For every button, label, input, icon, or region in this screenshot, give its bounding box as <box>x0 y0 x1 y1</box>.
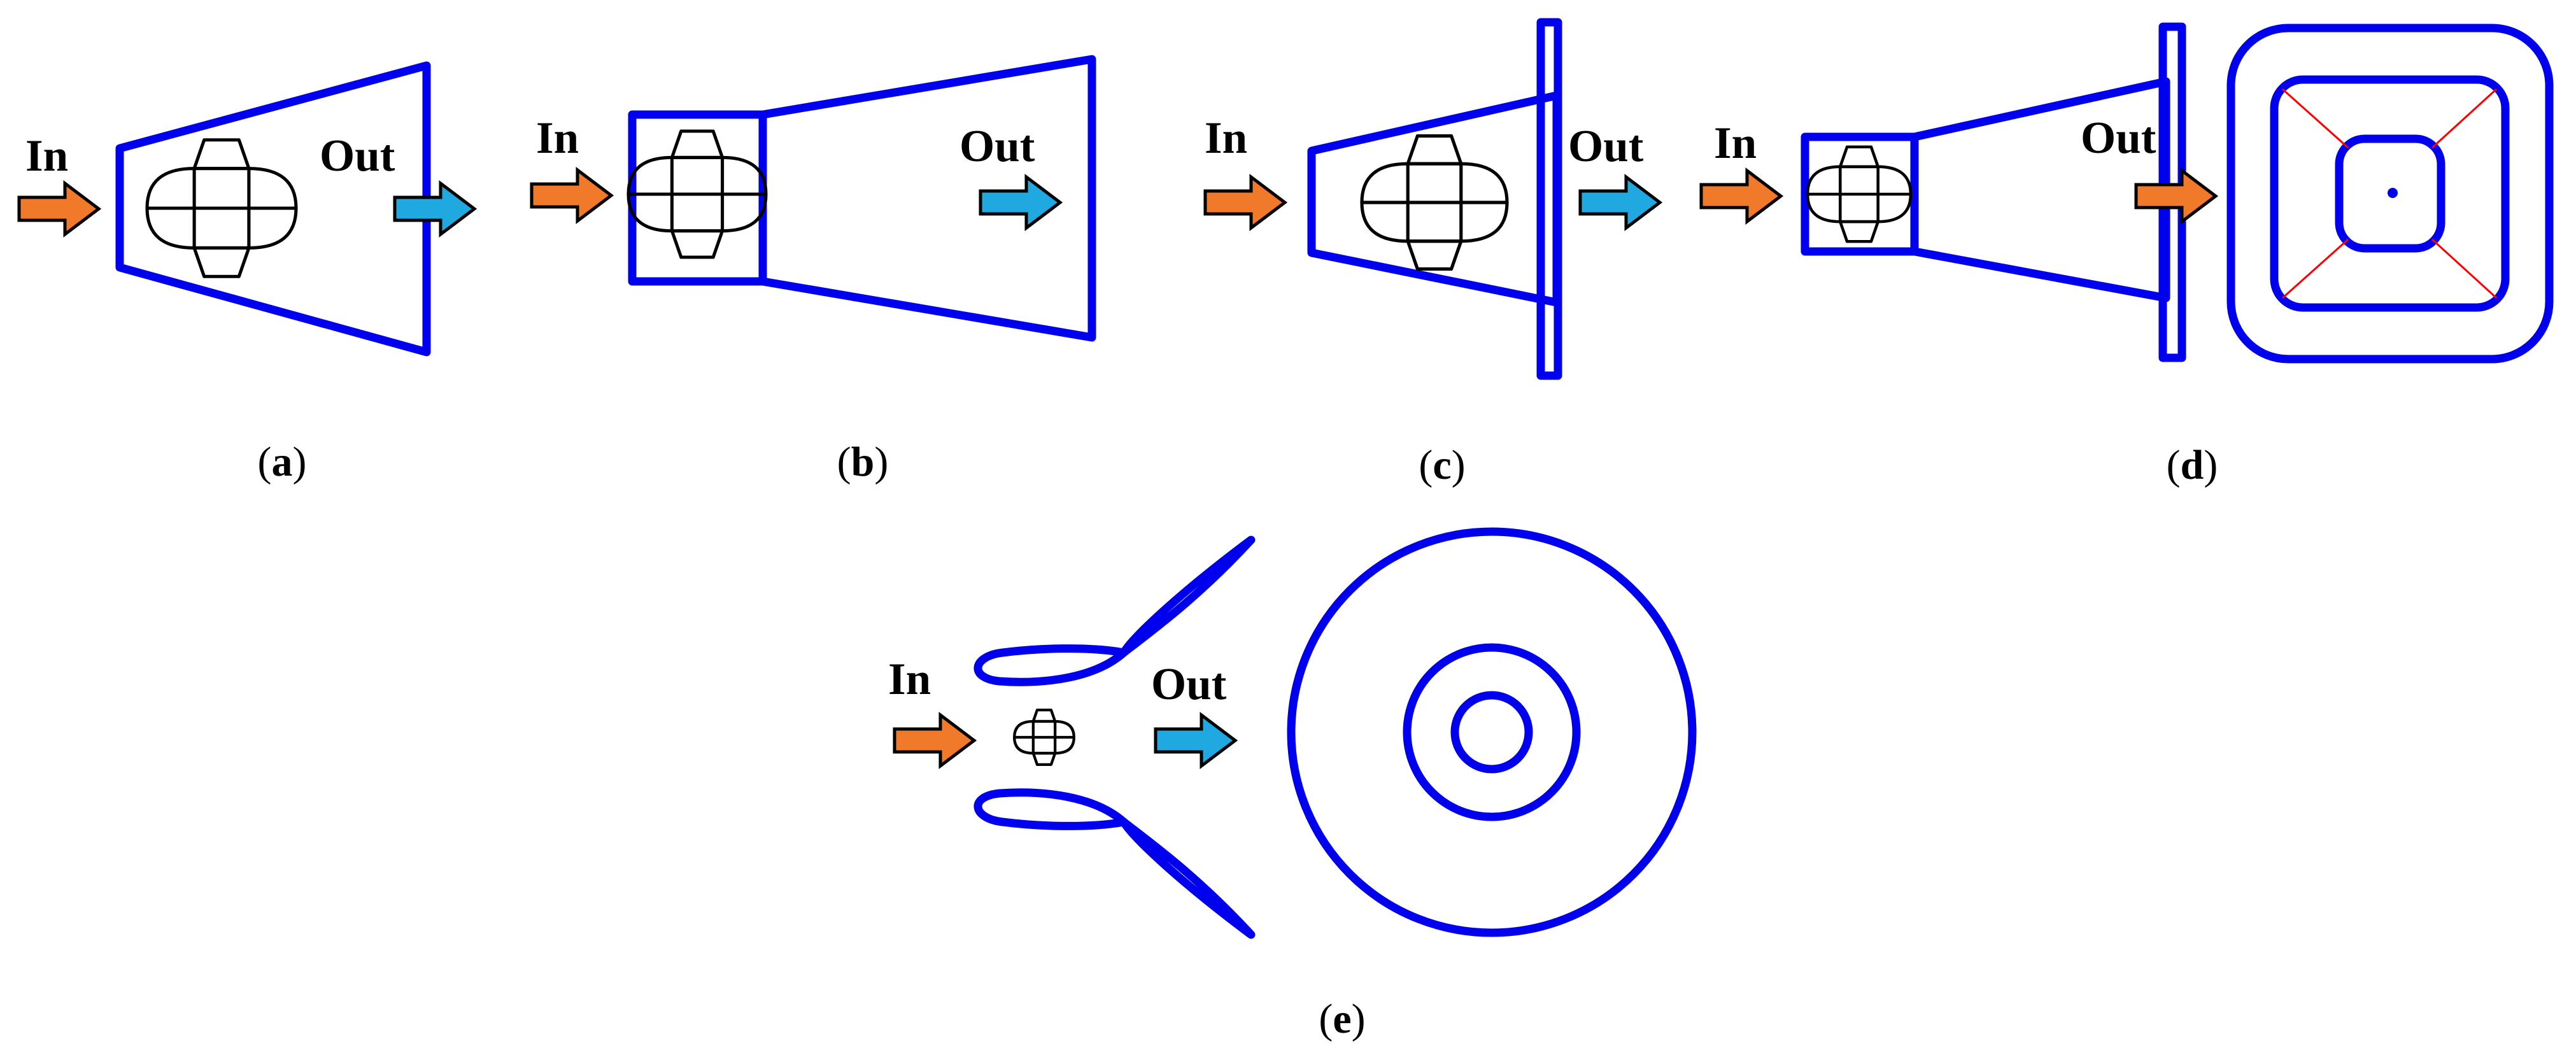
front-middle-circle <box>1403 643 1581 821</box>
out-label: Out <box>1151 660 1227 709</box>
disc-icon <box>147 140 296 277</box>
horn-e-upper-lobe <box>973 644 1128 686</box>
out-arrow-icon <box>1580 177 1660 228</box>
panel-c: In Out (c) <box>1205 18 1660 488</box>
panel-b: In Out (b) <box>532 55 1096 485</box>
out-arrow-icon <box>395 183 474 234</box>
panel-e: In Out (e) <box>888 527 1697 1042</box>
caption-b: (b) <box>837 439 889 485</box>
in-arrow-icon <box>532 170 611 221</box>
caption-a: (a) <box>258 439 307 485</box>
front-diagonal <box>2282 88 2349 149</box>
front-diagonal <box>2282 238 2349 299</box>
horn-a-trapezoid <box>115 61 431 357</box>
out-arrow-icon <box>980 177 1060 228</box>
horn-e-lower-lobe <box>973 788 1128 830</box>
front-middle-square <box>2270 75 2510 312</box>
disc-icon <box>1362 136 1507 269</box>
front-outer-circle <box>1287 527 1697 937</box>
front-diagonal <box>2431 88 2498 149</box>
caption-c: (c) <box>1419 442 1465 488</box>
out-arrow-icon <box>2136 171 2216 222</box>
horn-d-front-view <box>2226 24 2554 364</box>
in-arrow-icon <box>1205 177 1285 228</box>
in-label: In <box>25 131 68 181</box>
front-center-dot <box>2388 188 2398 198</box>
front-inner-circle <box>1450 691 1533 774</box>
in-arrow-icon <box>895 715 974 766</box>
out-label: Out <box>320 131 395 181</box>
disc-icon <box>628 131 766 257</box>
horn-e-lower-lip <box>1119 818 1256 939</box>
front-outer-square <box>2226 24 2554 364</box>
horn-c-flange <box>1536 18 1562 380</box>
in-label: In <box>888 655 931 704</box>
in-label: In <box>536 113 579 163</box>
in-label: In <box>1714 118 1757 168</box>
disc-icon <box>1808 147 1911 242</box>
out-arrow-icon <box>1156 715 1235 766</box>
panel-d: In Out (d) <box>1701 22 2554 488</box>
out-label: Out <box>959 122 1035 171</box>
panel-a: In Out (a) <box>19 61 474 485</box>
horn-c-trapezoid <box>1307 91 1561 307</box>
front-inner-square <box>2335 134 2445 253</box>
horn-e-upper-lip <box>1119 535 1256 657</box>
caption-e: (e) <box>1319 996 1365 1042</box>
caption-d: (d) <box>2167 442 2218 488</box>
in-arrow-icon <box>1701 171 1781 222</box>
in-arrow-icon <box>19 183 99 234</box>
horn-e-front-view <box>1287 527 1697 937</box>
out-label: Out <box>1568 122 1644 171</box>
horn-b-flare <box>758 55 1096 342</box>
out-label: Out <box>2081 113 2156 163</box>
disc-icon <box>1014 710 1074 765</box>
in-label: In <box>1205 113 1247 163</box>
front-diagonal <box>2431 238 2498 299</box>
